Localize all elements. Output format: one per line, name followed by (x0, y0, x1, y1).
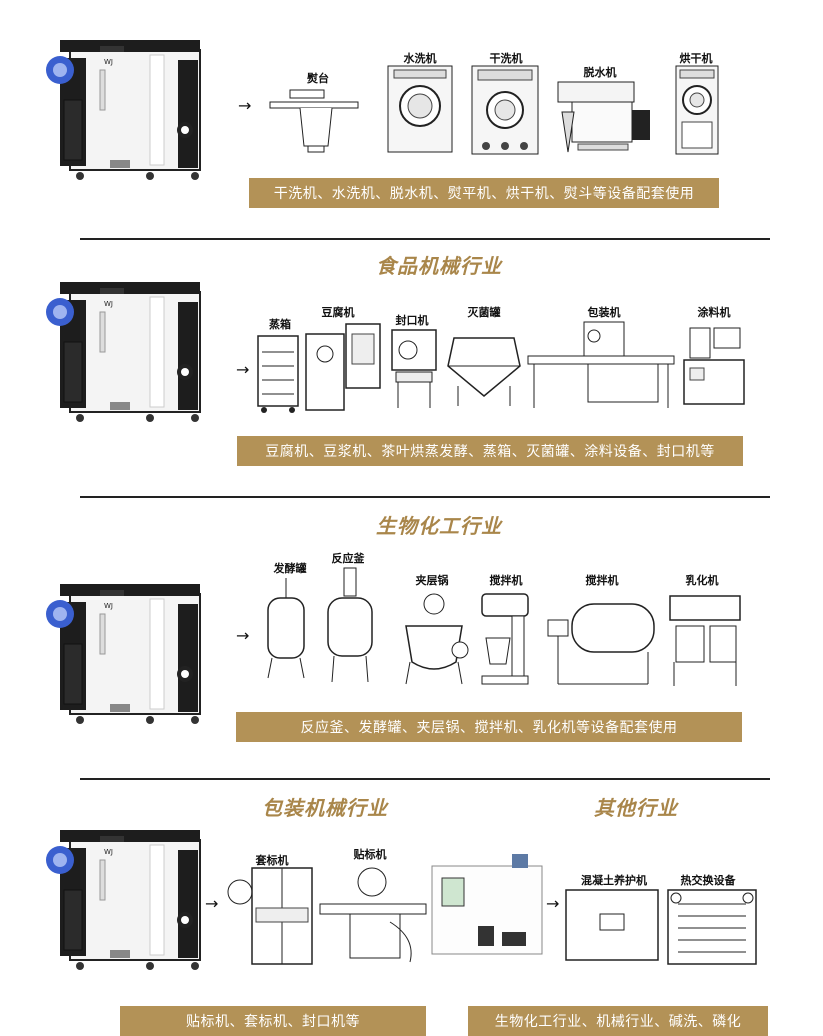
sterilization-tank-image (447, 337, 521, 406)
equip-label: 反应釜 (331, 552, 365, 565)
usage-banner: 干洗机、水洗机、脱水机、熨平机、烘干机、熨斗等设备配套使用 (249, 178, 719, 208)
equip-label: 混凝土养护机 (581, 874, 647, 887)
steam-boiler-image (45, 829, 201, 971)
mixer-image (481, 593, 529, 685)
equip-label: 脱水机 (583, 66, 617, 79)
equip-label: 搅拌机 (585, 574, 619, 587)
steam-cabinet-image (257, 335, 299, 413)
equip-label: 封口机 (395, 314, 429, 327)
labeling-machine-image (319, 867, 427, 963)
ironing-table-image (269, 89, 359, 153)
equip-label: 蒸箱 (269, 318, 291, 331)
section-divider (80, 778, 770, 780)
usage-banner-other: 生物化工行业、机械行业、碱洗、磷化 (468, 1006, 768, 1036)
equip-label: 烘干机 (679, 52, 713, 65)
sealing-machine-image (391, 329, 437, 408)
usage-banner-packaging: 贴标机、套标机、封口机等 (120, 1006, 426, 1036)
equip-label: 包装机 (587, 306, 621, 319)
coating-machine-image (683, 327, 745, 405)
equip-label: 乳化机 (685, 574, 719, 587)
horizontal-mixer-image (547, 603, 655, 685)
section-food-machinery: 食品机械行业 → 蒸箱 豆腐机 封口机 灭菌罐 包装机 涂料机 (0, 240, 823, 495)
arrow-icon: → (205, 894, 219, 913)
equip-label: 搅拌机 (489, 574, 523, 587)
section-packaging-other: 包装机械行业 其他行业 → 套标机 贴标机 → 混凝土养护机 热交换设备 贴标机… (0, 780, 823, 1036)
section-divider (80, 238, 770, 240)
equip-label: 发酵罐 (273, 562, 307, 575)
section-laundry: → 熨台 水洗机 干洗机 脱水机 烘干机 干洗机、水洗机、脱水机、熨平机、 (0, 0, 823, 230)
section-heading-packaging: 包装机械行业 (262, 796, 388, 820)
section-heading-other: 其他行业 (594, 796, 678, 820)
arrow-icon: → (238, 96, 252, 115)
concrete-curing-machine-image (565, 889, 659, 961)
equip-label: 豆腐机 (321, 306, 355, 319)
fermentation-tank-image (267, 578, 305, 679)
equip-label: 干洗机 (489, 52, 523, 65)
heat-exchanger-image (667, 889, 757, 965)
packaging-machine-image (527, 321, 675, 408)
steam-generator-photo (431, 854, 543, 955)
washing-machine-image (387, 65, 453, 153)
jacketed-kettle-image (405, 593, 469, 685)
section-heading: 食品机械行业 (376, 254, 502, 278)
equip-label: 贴标机 (353, 848, 387, 861)
steam-boiler-image (45, 281, 201, 423)
reactor-image (327, 567, 373, 683)
equip-label: 涂料机 (697, 306, 731, 319)
equip-label: 夹层锅 (415, 574, 449, 587)
spin-dryer-image (557, 81, 650, 153)
usage-banner: 豆腐机、豆浆机、茶叶烘蒸发酵、蒸箱、灭菌罐、涂料设备、封口机等 (237, 436, 743, 466)
arrow-icon: → (236, 626, 250, 645)
section-biochemical: 生物化工行业 → 发酵罐 反应釜 夹层锅 搅拌机 搅拌机 乳化机 (0, 498, 823, 758)
tofu-machine-image (305, 323, 381, 411)
equip-label: 水洗机 (403, 52, 437, 65)
equip-label: 灭菌罐 (467, 306, 501, 319)
arrow-icon: → (236, 360, 250, 379)
dry-cleaning-machine-image (471, 65, 539, 155)
steam-boiler-image (45, 39, 201, 181)
steam-boiler-image (45, 583, 201, 725)
section-divider (80, 496, 770, 498)
equip-label: 熨台 (307, 72, 329, 85)
sleeve-labeling-machine-image (227, 867, 313, 965)
arrow-icon: → (546, 894, 560, 913)
tumble-dryer-image (675, 65, 719, 155)
usage-banner: 反应釜、发酵罐、夹层锅、搅拌机、乳化机等设备配套使用 (236, 712, 742, 742)
emulsifier-image (669, 595, 741, 686)
equip-label: 套标机 (255, 854, 289, 867)
equip-label: 热交换设备 (680, 874, 736, 887)
section-heading: 生物化工行业 (376, 514, 502, 538)
